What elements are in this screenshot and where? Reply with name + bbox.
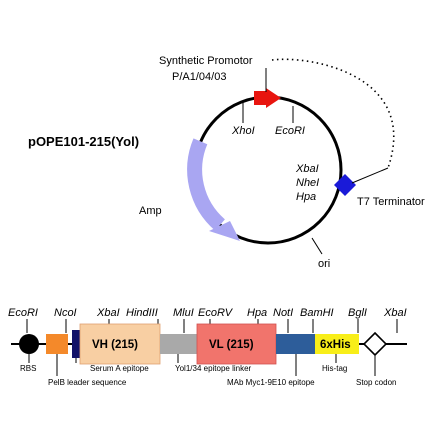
cassette-site-noti: NotI <box>273 307 293 319</box>
vh-domain-box <box>79 323 161 365</box>
amp-gene-arrow <box>187 138 240 241</box>
pelb-label: PelB leader sequence <box>48 378 127 387</box>
plasmid-site-xhoi: XhoI <box>231 125 255 137</box>
plasmid-site-nhei: NheI <box>296 177 319 189</box>
cassette-bottom-leaders <box>28 354 376 376</box>
plasmid-name: pOPE101-215(Yol) <box>28 134 139 149</box>
vl-domain-box <box>196 323 277 365</box>
plasmid-site-xbai: XbaI <box>295 163 319 175</box>
cassette-site-xbai-2: XbaI <box>383 307 407 319</box>
his-tag-box <box>315 334 359 354</box>
his-tag-label: 6xHis <box>320 339 351 351</box>
cassette-site-ecori: EcoRI <box>8 307 38 319</box>
t7-terminator-label: T7 Terminator <box>357 196 425 208</box>
t7-terminator-leader <box>351 167 389 184</box>
cassette-site-bamhi: BamHI <box>300 307 334 319</box>
t7-terminator-diamond <box>334 174 356 196</box>
amp-label: Amp <box>139 205 162 217</box>
stop-codon-diamond <box>362 331 388 357</box>
plasmid-site-ecori: EcoRI <box>275 125 305 137</box>
rbs-circle <box>19 334 39 354</box>
plasmid-map: pOPE101-215(Yol) Synthetic Promotor P/A1… <box>28 55 425 270</box>
pelb-leader-box <box>46 334 68 354</box>
cassette-site-hpa: Hpa <box>247 307 267 319</box>
plasmid-site-hpa: Hpa <box>296 191 316 203</box>
vh-label: VH (215) <box>92 339 138 351</box>
promoter-arrow <box>254 88 281 108</box>
promoter-terminator-dotted-line <box>271 58 395 169</box>
vl-label: VL (215) <box>209 339 254 351</box>
cassette-site-xbai: XbaI <box>96 307 120 319</box>
serum-a-epitope-box <box>72 330 80 358</box>
cassette-site-hindiii: HindIII <box>126 307 158 319</box>
cassette-site-bgli: BglI <box>348 307 367 319</box>
rbs-label: RBS <box>20 364 36 373</box>
cassette-site-ecorv: EcoRV <box>198 307 234 319</box>
ori-label: ori <box>318 258 330 270</box>
stop-codon-label: Stop codon <box>356 378 396 387</box>
promoter-label: Synthetic Promotor <box>159 55 253 67</box>
cassette-site-ncoi: NcoI <box>54 307 77 319</box>
yol-linker-label: Yol1/34 epitope linker <box>175 364 252 373</box>
promoter-sublabel: P/A1/04/03 <box>172 71 226 83</box>
yol-linker-box <box>160 334 197 354</box>
myc-epitope-label: MAb Myc1-9E10 epitope <box>227 378 315 387</box>
expression-cassette: EcoRI NcoI XbaI HindIII MluI EcoRV Hpa N… <box>8 307 407 387</box>
his-tag-text-label: His-tag <box>322 364 347 373</box>
myc-epitope-box <box>276 334 315 354</box>
ori-tick <box>311 237 323 255</box>
cassette-site-mlui: MluI <box>173 307 194 319</box>
serum-a-label: Serum A epitope <box>90 364 149 373</box>
